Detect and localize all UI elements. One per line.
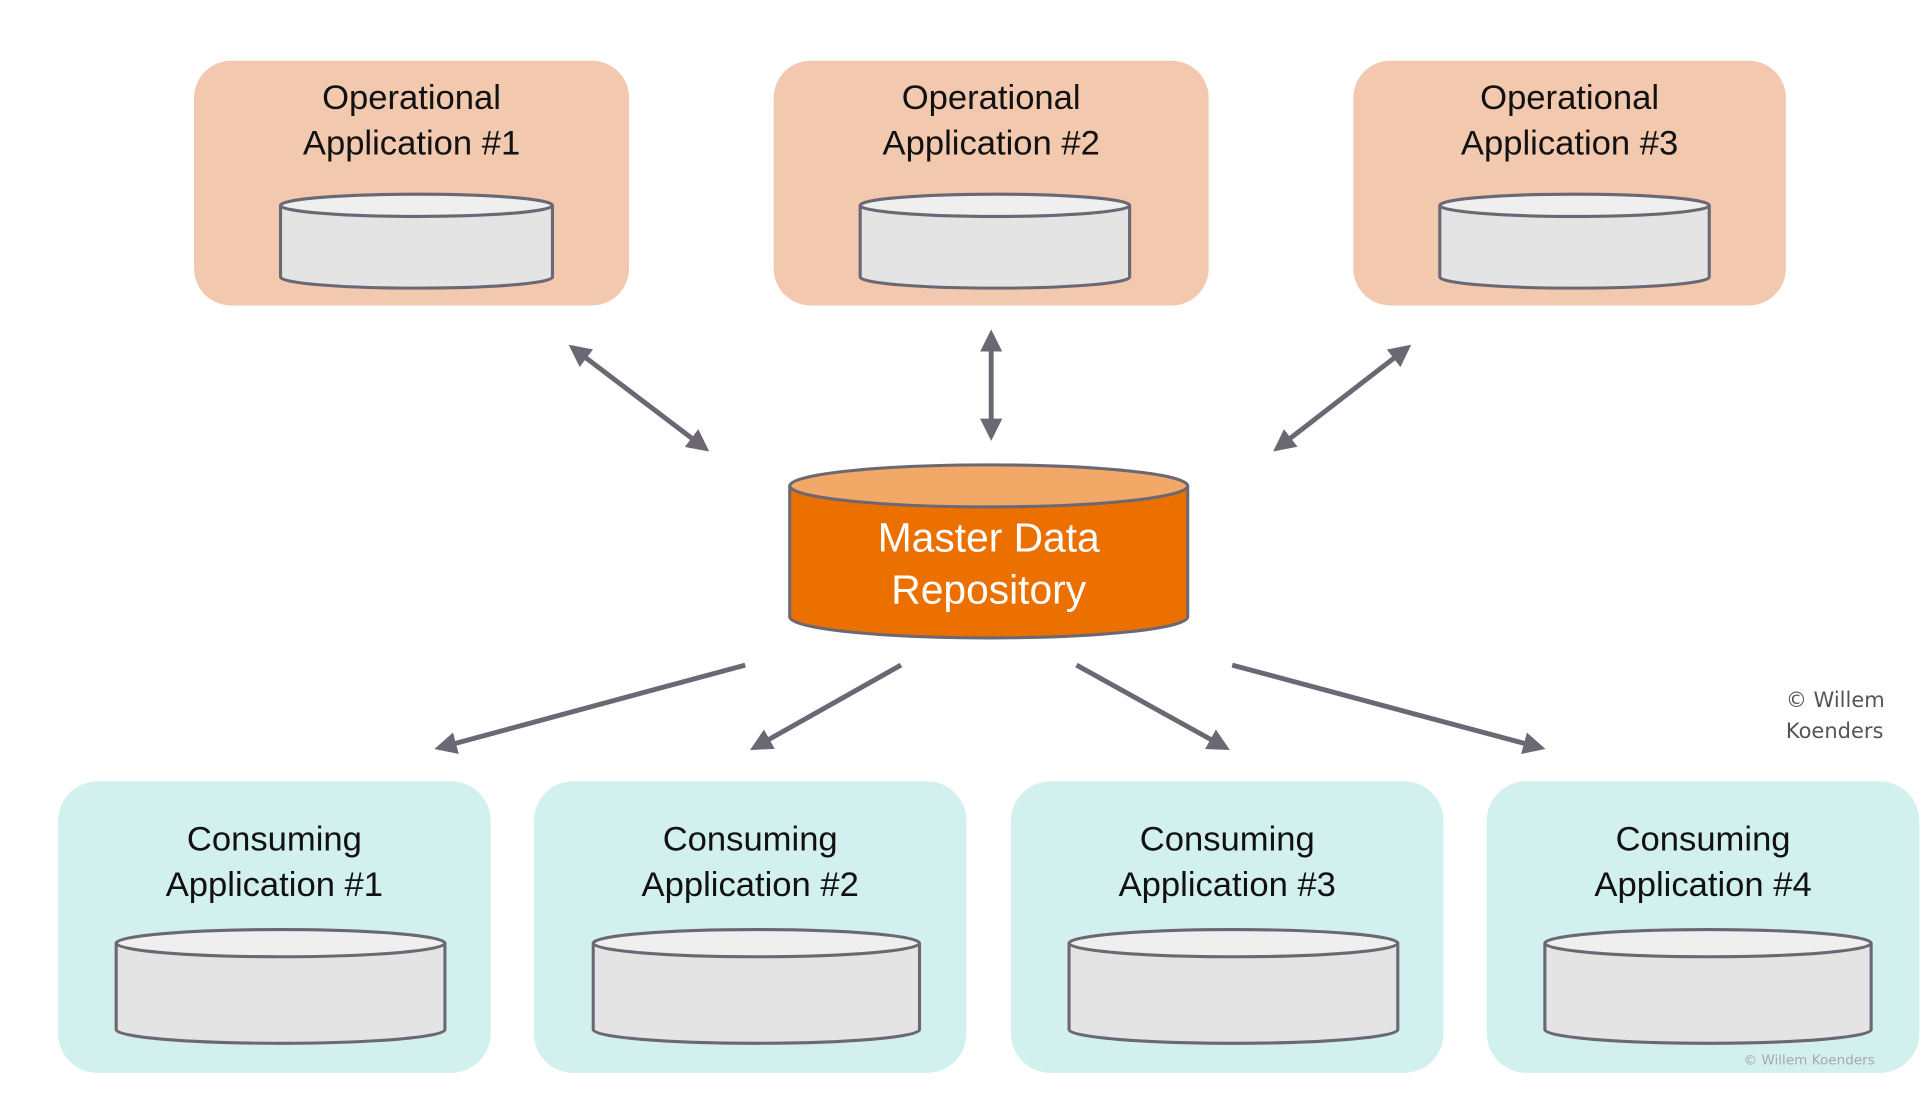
arrow-op3-master	[1273, 344, 1412, 452]
consuming-app-label-line1: Consuming	[1616, 820, 1791, 858]
consuming-app-label-line2: Application #1	[166, 866, 383, 904]
arrow-master-cons3	[1075, 662, 1230, 751]
copyright-watermark-line1: © Willem	[1786, 687, 1885, 712]
arrow-master-cons2	[750, 662, 903, 751]
database-icon	[1543, 928, 1873, 1045]
consuming-app-label-line1: Consuming	[187, 820, 362, 858]
master-label-line1: Master Data	[878, 514, 1100, 560]
database-icon	[279, 192, 554, 290]
copyright-watermark-line2: Koenders	[1786, 718, 1884, 743]
arrow-master-cons4	[1231, 662, 1546, 755]
database-icon	[1438, 192, 1711, 290]
consuming-app-label-line1: Consuming	[663, 820, 838, 858]
operational-app-1: Operational Application #1	[194, 60, 630, 306]
operational-app-label-line2: Application #3	[1461, 125, 1678, 163]
database-icon	[858, 192, 1132, 290]
operational-app-label-line1: Operational	[902, 79, 1081, 117]
operational-app-2: Operational Application #2	[773, 60, 1209, 306]
operational-app-label-line1: Operational	[322, 79, 501, 117]
consuming-app-3: Consuming Application #3	[1010, 781, 1444, 1073]
master-data-repository: Master Data Repository	[788, 463, 1190, 640]
database-icon	[591, 928, 922, 1045]
operational-app-3: Operational Application #3	[1353, 60, 1786, 306]
consuming-app-2: Consuming Application #2	[533, 781, 967, 1073]
database-icon	[114, 928, 447, 1045]
consuming-app-label-line2: Application #4	[1594, 866, 1811, 904]
consuming-app-label-line1: Consuming	[1140, 820, 1315, 858]
arrow-master-cons1	[434, 662, 746, 754]
database-icon	[1067, 928, 1400, 1045]
master-label-line2: Repository	[891, 566, 1086, 612]
consuming-app-1: Consuming Application #1	[58, 781, 491, 1073]
operational-app-label-line2: Application #2	[883, 125, 1100, 163]
copyright-watermark-small: © Willem Koenders	[1743, 1052, 1874, 1068]
master-db-top	[788, 463, 1190, 509]
consuming-app-label-line2: Application #2	[642, 866, 859, 904]
operational-app-label-line2: Application #1	[303, 125, 520, 163]
operational-app-label-line1: Operational	[1480, 79, 1659, 117]
consuming-app-label-line2: Application #3	[1119, 866, 1336, 904]
consuming-app-4: Consuming Application #4 © Willem Koende…	[1486, 781, 1920, 1073]
arrow-op1-master	[568, 344, 710, 452]
master-db-body	[788, 485, 1190, 640]
